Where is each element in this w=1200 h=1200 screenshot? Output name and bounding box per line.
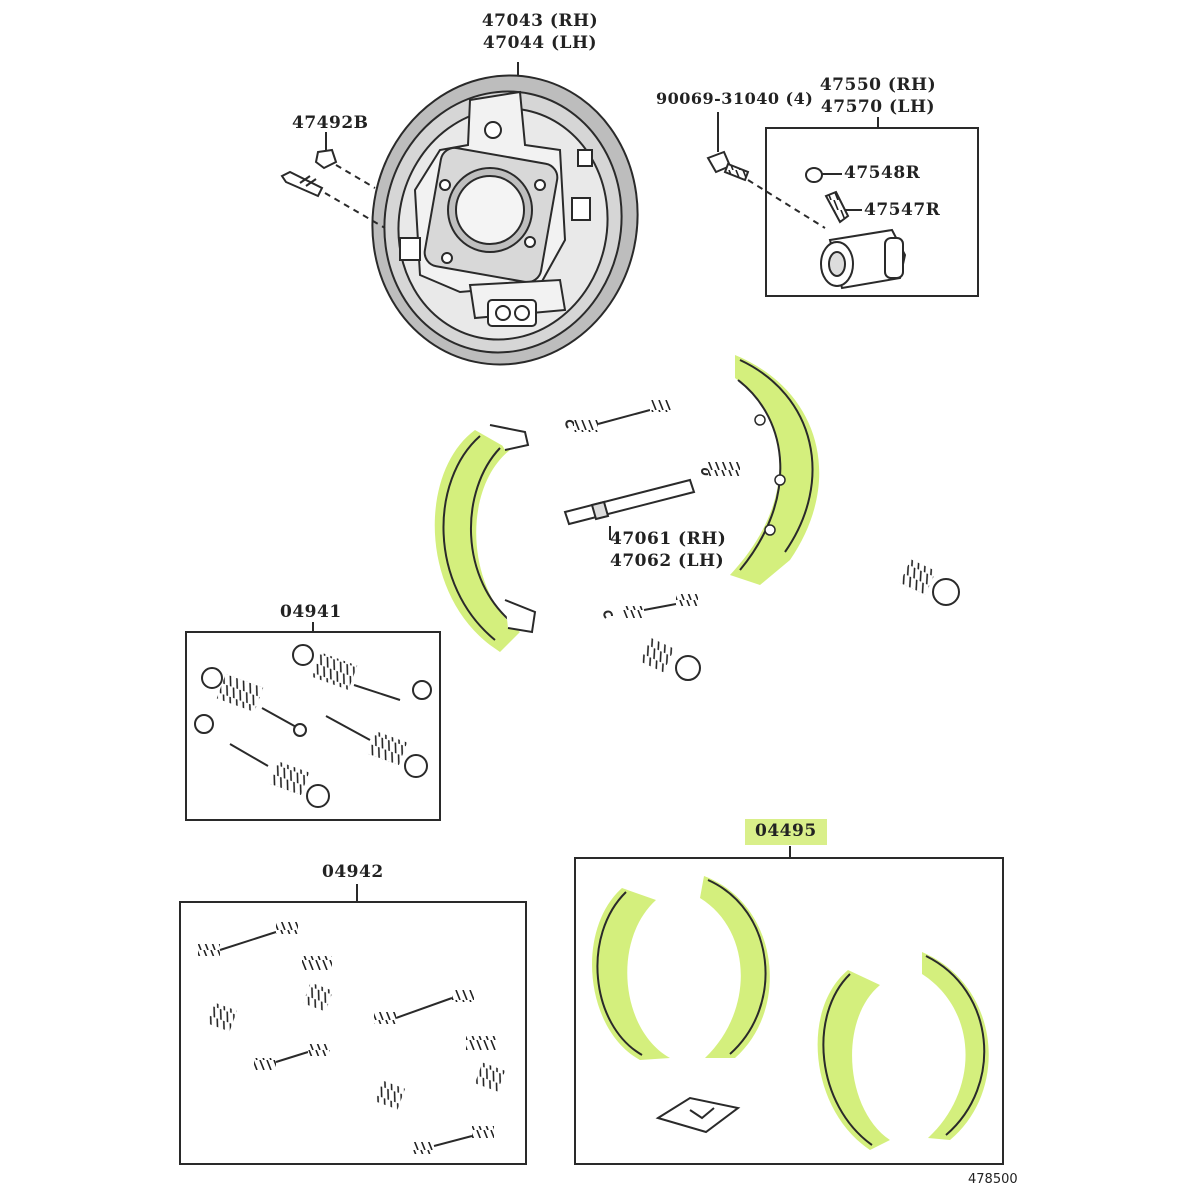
brake-shoe-right [730, 355, 820, 585]
wheel-cylinder-lh: 47570 (LH) [820, 97, 936, 117]
backing-plate-rh: 47043 (RH) [481, 11, 599, 31]
kit-04941-label: 04941 [280, 602, 342, 622]
stud-bolt [280, 170, 386, 229]
kit-04942-box [179, 884, 527, 1165]
adjuster-rh: 47061 (RH) [610, 529, 727, 549]
kit-04495-text: 04495 [745, 819, 827, 845]
nut-47492b [314, 132, 376, 189]
backing-plate [371, 62, 639, 366]
return-spring-top [565, 400, 672, 432]
cap-label: 47548R [844, 163, 921, 183]
wheel-cylinder-label: 47550 (RH) 47570 (LH) [808, 74, 948, 118]
adjuster-strut [563, 478, 696, 540]
bolt-90069 [706, 112, 826, 229]
hold-down-spring-right [899, 559, 960, 606]
nut-label: 47492B [292, 113, 369, 133]
backing-plate-label: 47043 (RH) 47044 (LH) [470, 10, 610, 54]
brake-shoe-left [434, 424, 537, 652]
instruction-sheet [655, 1096, 741, 1134]
kit-04495-label: 04495 [745, 819, 827, 845]
wheel-cylinder [820, 228, 907, 290]
kit-04941-parts [194, 644, 432, 808]
bleeder-47547r [824, 190, 862, 224]
bolt-label: 90069-31040 (4) [656, 89, 814, 108]
kit-04942-label: 04942 [322, 862, 384, 882]
adjuster-spring [701, 462, 740, 476]
diagram-number: 478500 [968, 1172, 1018, 1187]
wheel-cylinder-rh: 47550 (RH) [819, 75, 937, 95]
hold-down-spring-center [639, 637, 701, 681]
backing-plate-lh: 47044 (LH) [482, 33, 598, 53]
adjuster-lh: 47062 (LH) [610, 551, 725, 571]
return-spring-bottom [603, 594, 698, 619]
cap-47548r [805, 167, 842, 183]
kit-04495-shoes [592, 876, 989, 1150]
kit-04941-box [185, 622, 441, 821]
bleeder-label: 47547R [864, 200, 941, 220]
wheel-cylinder-box [765, 117, 979, 297]
adjuster-label: 47061 (RH) 47062 (LH) [610, 528, 726, 572]
kit-04942-parts [198, 922, 506, 1154]
kit-04495-box [574, 846, 1004, 1165]
